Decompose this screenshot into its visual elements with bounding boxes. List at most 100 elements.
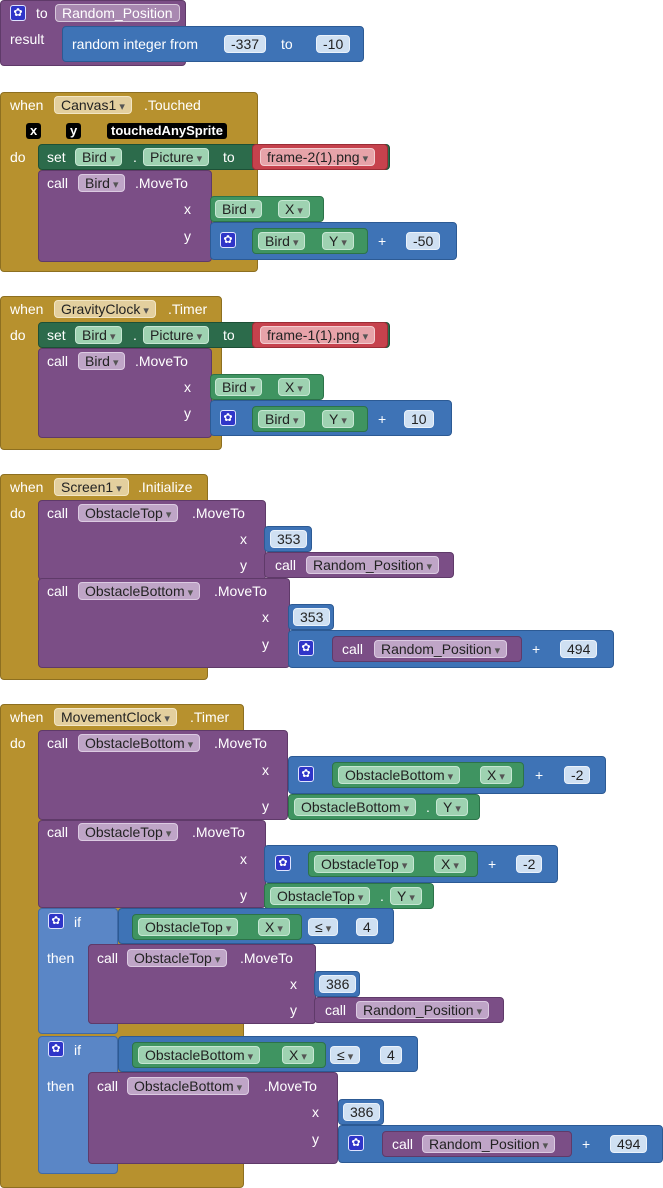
param-touched-any-sprite[interactable]: touchedAnySprite	[107, 123, 227, 139]
gear-icon[interactable]: ✿	[348, 1135, 364, 1151]
do-label: do	[10, 735, 26, 751]
getter-component-dropdown[interactable]: ObstacleTop	[138, 918, 239, 936]
param-y[interactable]: y	[66, 123, 82, 139]
getter-property-dropdown[interactable]: X	[282, 1046, 314, 1064]
x-arg-label: x	[184, 379, 191, 395]
moveto-component-dropdown[interactable]: Bird	[78, 352, 126, 370]
x-delta-value[interactable]: -2	[564, 766, 591, 784]
plus-label: +	[532, 641, 541, 657]
x-arg-label: x	[184, 201, 191, 217]
gear-icon[interactable]: ✿	[298, 766, 314, 782]
bird-y-component-dropdown[interactable]: Bird	[258, 232, 306, 250]
call-label: call	[47, 735, 69, 751]
set-label: set	[47, 327, 66, 343]
moveto-component-dropdown[interactable]: ObstacleBottom	[78, 734, 201, 752]
gear-icon[interactable]: ✿	[48, 1041, 64, 1057]
bird-x-component-dropdown[interactable]: Bird	[215, 378, 263, 396]
moveto-method-label: .MoveTo	[135, 175, 188, 191]
bird-x-property-dropdown[interactable]: X	[278, 200, 310, 218]
moveto-component-dropdown[interactable]: Bird	[78, 174, 126, 192]
dot-label: .	[133, 327, 137, 343]
gravity-component-dropdown[interactable]: GravityClock	[54, 300, 156, 318]
procedure-dropdown[interactable]: Random_Position	[306, 556, 440, 574]
moveto-component-dropdown[interactable]: ObstacleTop	[127, 949, 228, 967]
x-value[interactable]: 353	[293, 608, 331, 626]
call-label: call	[47, 353, 69, 369]
bird-x-component-dropdown[interactable]: Bird	[215, 200, 263, 218]
moveto-component-dropdown[interactable]: ObstacleBottom	[78, 582, 201, 600]
moveto-method-label: .MoveTo	[192, 824, 245, 840]
when-label: when	[10, 479, 44, 495]
param-x[interactable]: x	[26, 123, 42, 139]
gear-icon[interactable]: ✿	[275, 855, 291, 871]
gear-icon[interactable]: ✿	[220, 232, 236, 248]
moveto-method-label: .MoveTo	[240, 950, 293, 966]
compare-value[interactable]: 4	[380, 1046, 402, 1064]
when-label: when	[10, 301, 44, 317]
x-value[interactable]: 386	[319, 975, 357, 993]
y-add-value[interactable]: 494	[610, 1135, 648, 1153]
set-property-dropdown[interactable]: Picture	[143, 148, 210, 166]
call-label: call	[97, 1078, 119, 1094]
getter-property-dropdown[interactable]: Y	[436, 798, 468, 816]
procedure-dropdown[interactable]: Random_Position	[422, 1135, 556, 1153]
moveto-method-label: .MoveTo	[264, 1078, 317, 1094]
getter-component-dropdown[interactable]: ObstacleBottom	[138, 1046, 261, 1064]
picture-value-dropdown[interactable]: frame-2(1).png	[260, 148, 376, 166]
compare-operator-dropdown[interactable]: ≤	[308, 918, 339, 936]
procedure-dropdown[interactable]: Random_Position	[374, 640, 508, 658]
call-label: call	[342, 641, 364, 657]
set-to-label: to	[223, 149, 235, 165]
moveto-component-dropdown[interactable]: ObstacleTop	[78, 823, 179, 841]
y-delta-value[interactable]: 10	[404, 410, 434, 428]
moveto-component-dropdown[interactable]: ObstacleTop	[78, 504, 179, 522]
x-value[interactable]: 386	[343, 1103, 381, 1121]
y-arg-label: y	[290, 1002, 297, 1018]
compare-operator-dropdown[interactable]: ≤	[330, 1046, 361, 1064]
picture-value-dropdown[interactable]: frame-1(1).png	[260, 326, 376, 344]
x-arg-label: x	[312, 1104, 319, 1120]
gear-icon[interactable]: ✿	[298, 640, 314, 656]
getter-component-dropdown[interactable]: ObstacleBottom	[338, 766, 461, 784]
x-arg-label: x	[262, 609, 269, 625]
set-component-dropdown[interactable]: Bird	[75, 148, 123, 166]
set-label: set	[47, 149, 66, 165]
random-from-value[interactable]: -337	[224, 35, 267, 53]
call-label: call	[97, 950, 119, 966]
getter-component-dropdown[interactable]: ObstacleBottom	[294, 798, 417, 816]
x-arg-label: x	[262, 762, 269, 778]
movement-component-dropdown[interactable]: MovementClock	[54, 708, 177, 726]
y-add-value[interactable]: 494	[560, 640, 598, 658]
bird-x-property-dropdown[interactable]: X	[278, 378, 310, 396]
set-property-dropdown[interactable]: Picture	[143, 326, 210, 344]
getter-component-dropdown[interactable]: ObstacleTop	[314, 855, 415, 873]
bird-y-property-dropdown[interactable]: Y	[322, 232, 354, 250]
getter-property-dropdown[interactable]: X	[434, 855, 466, 873]
y-delta-value[interactable]: -50	[406, 232, 441, 250]
bird-y-property-dropdown[interactable]: Y	[322, 410, 354, 428]
getter-component-dropdown[interactable]: ObstacleTop	[270, 887, 371, 905]
plus-label: +	[535, 767, 544, 783]
moveto-method-label: .MoveTo	[214, 735, 267, 751]
gear-icon[interactable]: ✿	[10, 5, 26, 21]
bird-y-component-dropdown[interactable]: Bird	[258, 410, 306, 428]
getter-property-dropdown[interactable]: X	[480, 766, 512, 784]
random-to-label: to	[281, 36, 293, 52]
random-to-value[interactable]: -10	[316, 35, 351, 53]
moveto-component-dropdown[interactable]: ObstacleBottom	[127, 1077, 250, 1095]
getter-property-dropdown[interactable]: X	[258, 918, 290, 936]
gear-icon[interactable]: ✿	[48, 913, 64, 929]
screen-component-dropdown[interactable]: Screen1	[54, 478, 129, 496]
getter-property-dropdown[interactable]: Y	[390, 887, 422, 905]
x-delta-value[interactable]: -2	[516, 855, 543, 873]
x-value[interactable]: 353	[270, 530, 308, 548]
canvas-component-dropdown[interactable]: Canvas1	[54, 96, 132, 114]
gear-icon[interactable]: ✿	[220, 410, 236, 426]
set-component-dropdown[interactable]: Bird	[75, 326, 123, 344]
compare-value[interactable]: 4	[356, 918, 378, 936]
random-integer-block[interactable]	[62, 26, 364, 62]
x-arg-label: x	[240, 851, 247, 867]
plus-label: +	[582, 1136, 591, 1152]
procedure-name-field[interactable]: Random_Position	[55, 4, 180, 22]
procedure-dropdown[interactable]: Random_Position	[356, 1001, 490, 1019]
